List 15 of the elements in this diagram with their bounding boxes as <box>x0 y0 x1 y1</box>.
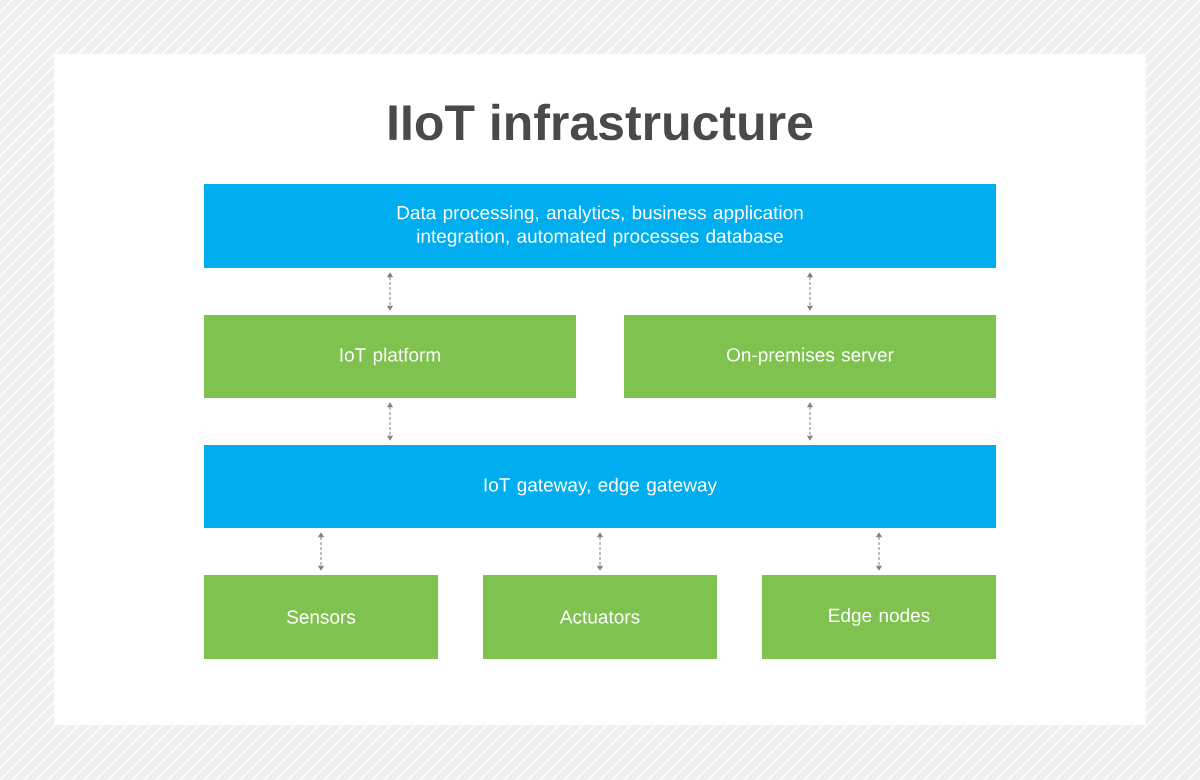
layer-box: On-premises server <box>624 315 996 398</box>
double-arrow <box>387 272 393 311</box>
title: IIoT infrastructure <box>389 103 813 141</box>
layer-box: Edge nodes <box>762 575 996 659</box>
double-arrow <box>318 532 324 571</box>
double-arrow <box>597 532 603 571</box>
layer-box: IoT gateway, edge gateway <box>204 445 996 528</box>
layer-box: Sensors <box>204 575 438 659</box>
layer-box: Data processing, analytics, business application integration, automated processes database <box>204 184 996 268</box>
double-arrow <box>876 532 882 571</box>
double-arrow <box>387 402 393 441</box>
layer-box: Actuators <box>483 575 717 659</box>
double-arrow <box>807 402 813 441</box>
layer-box: IoT platform <box>204 315 576 398</box>
double-arrow <box>807 272 813 311</box>
